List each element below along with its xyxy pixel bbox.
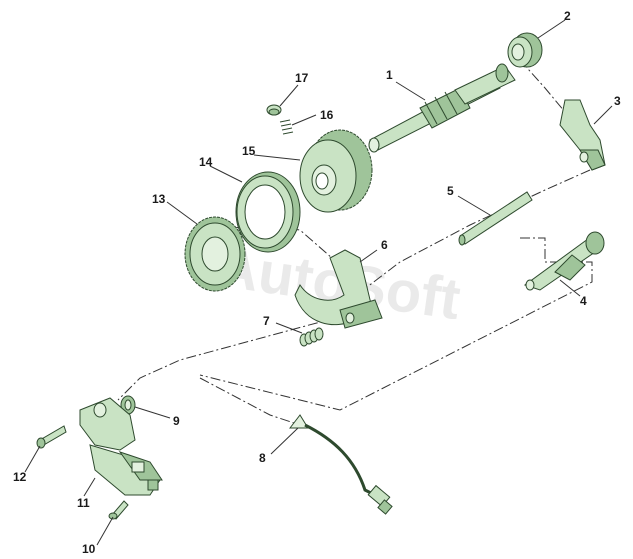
part-15-gear — [299, 129, 373, 213]
part-8-sensor-cable — [288, 414, 393, 515]
callout-4: 4 — [580, 294, 587, 308]
part-10-screw — [108, 500, 129, 520]
part-9-washer — [120, 395, 136, 415]
callout-1: 1 — [386, 68, 393, 82]
part-5-rod — [458, 191, 533, 246]
callout-labels: 1 2 3 4 5 6 7 8 9 10 11 12 13 14 15 16 1… — [13, 9, 621, 556]
assembly-line-fork-rail — [349, 169, 591, 301]
callout-10: 10 — [82, 542, 96, 556]
callout-3: 3 — [614, 94, 621, 108]
part-13-gear-ring — [184, 216, 246, 292]
part-7-spring — [299, 327, 324, 347]
callout-17: 17 — [295, 71, 309, 85]
callout-12: 12 — [13, 470, 27, 484]
callout-9: 9 — [173, 414, 180, 428]
callout-15: 15 — [242, 144, 256, 158]
part-6-shift-fork — [294, 249, 383, 329]
callout-8: 8 — [259, 451, 266, 465]
assembly-line-shaft-fork — [519, 59, 566, 113]
part-4-selector-shaft — [523, 231, 605, 291]
part-11-actuator-motor — [79, 397, 163, 496]
callout-11: 11 — [77, 496, 90, 510]
part-3-shift-fork — [559, 99, 606, 171]
part-1-main-shaft — [368, 63, 516, 153]
part-12-bolt — [36, 425, 67, 449]
part-16-spring — [279, 119, 294, 135]
part-17-detent-ball — [266, 104, 282, 116]
callout-6: 6 — [381, 238, 388, 252]
callout-2: 2 — [564, 9, 571, 23]
callout-14: 14 — [199, 155, 213, 169]
callout-7: 7 — [263, 314, 270, 328]
part-2-bearing-gear — [507, 32, 543, 68]
leader-lines — [24, 19, 613, 546]
callout-13: 13 — [152, 192, 166, 206]
assembly-line-fork-actuator — [117, 317, 336, 401]
callout-5: 5 — [447, 184, 454, 198]
callout-16: 16 — [320, 108, 334, 122]
assembly-line-actuator — [199, 237, 593, 411]
part-14-synchro-ring — [235, 171, 301, 253]
assembly-line-sensor — [199, 377, 301, 426]
